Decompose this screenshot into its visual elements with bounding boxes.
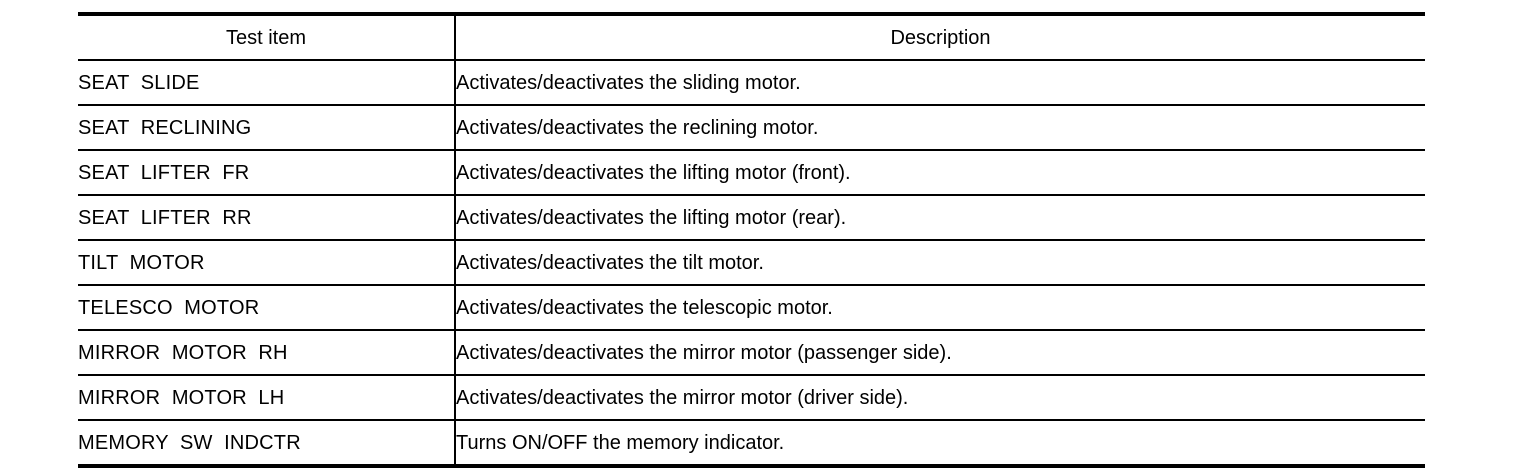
cell-description: Activates/deactivates the lifting motor … (455, 150, 1425, 195)
cell-test-item: TELESCO MOTOR (78, 285, 456, 330)
test-item-label: TILT MOTOR (78, 251, 205, 274)
table-body: SEAT SLIDE Activates/deactivates the sli… (78, 60, 1425, 466)
test-item-label: SEAT LIFTER RR (78, 206, 252, 229)
test-item-label: SEAT RECLINING (78, 116, 252, 139)
table-row: TELESCO MOTOR Activates/deactivates the … (78, 285, 1425, 330)
table-row: SEAT SLIDE Activates/deactivates the sli… (78, 60, 1425, 105)
cell-description: Activates/deactivates the mirror motor (… (455, 375, 1425, 420)
table-row: MEMORY SW INDCTR Turns ON/OFF the memory… (78, 420, 1425, 466)
cell-test-item: SEAT LIFTER RR (78, 195, 456, 240)
cell-description: Activates/deactivates the telescopic mot… (455, 285, 1425, 330)
cell-test-item: SEAT SLIDE (78, 60, 456, 105)
test-item-label: SEAT SLIDE (78, 71, 200, 94)
description-text: Activates/deactivates the mirror motor (… (456, 386, 909, 409)
cell-description: Activates/deactivates the reclining moto… (455, 105, 1425, 150)
description-text: Activates/deactivates the tilt motor. (456, 251, 764, 274)
column-header-test-item: Test item (78, 14, 456, 60)
table-row: TILT MOTOR Activates/deactivates the til… (78, 240, 1425, 285)
test-item-label: MEMORY SW INDCTR (78, 431, 301, 454)
cell-test-item: MIRROR MOTOR LH (78, 375, 456, 420)
description-text: Activates/deactivates the telescopic mot… (456, 296, 833, 319)
cell-test-item: MIRROR MOTOR RH (78, 330, 456, 375)
cell-test-item: TILT MOTOR (78, 240, 456, 285)
table-row: SEAT LIFTER FR Activates/deactivates the… (78, 150, 1425, 195)
description-text: Activates/deactivates the lifting motor … (456, 161, 851, 184)
table-header: Test item Description (78, 14, 1425, 60)
cell-description: Activates/deactivates the sliding motor. (455, 60, 1425, 105)
description-text: Activates/deactivates the reclining moto… (456, 116, 819, 139)
table-row: MIRROR MOTOR LH Activates/deactivates th… (78, 375, 1425, 420)
table-row: SEAT LIFTER RR Activates/deactivates the… (78, 195, 1425, 240)
column-header-description: Description (890, 26, 991, 49)
test-item-label: SEAT LIFTER FR (78, 161, 250, 184)
cell-description: Activates/deactivates the lifting motor … (455, 195, 1425, 240)
cell-test-item: SEAT RECLINING (78, 105, 456, 150)
spec-table-container: Test item Description SEAT SLIDE Activat… (78, 12, 1425, 468)
table-header-row: Test item Description (78, 14, 1425, 60)
cell-description: Turns ON/OFF the memory indicator. (455, 420, 1425, 466)
cell-description: Activates/deactivates the mirror motor (… (455, 330, 1425, 375)
test-item-label: MIRROR MOTOR LH (78, 386, 285, 409)
active-test-item-table: Test item Description SEAT SLIDE Activat… (78, 12, 1425, 468)
description-text: Turns ON/OFF the memory indicator. (456, 431, 785, 454)
test-item-label: MIRROR MOTOR RH (78, 341, 288, 364)
cell-test-item: MEMORY SW INDCTR (78, 420, 456, 466)
description-text: Activates/deactivates the lifting motor … (456, 206, 847, 229)
description-text: Activates/deactivates the mirror motor (… (456, 341, 952, 364)
table-row: SEAT RECLINING Activates/deactivates the… (78, 105, 1425, 150)
table-row: MIRROR MOTOR RH Activates/deactivates th… (78, 330, 1425, 375)
cell-test-item: SEAT LIFTER FR (78, 150, 456, 195)
description-text: Activates/deactivates the sliding motor. (456, 71, 801, 94)
test-item-label: TELESCO MOTOR (78, 296, 260, 319)
cell-description: Activates/deactivates the tilt motor. (455, 240, 1425, 285)
